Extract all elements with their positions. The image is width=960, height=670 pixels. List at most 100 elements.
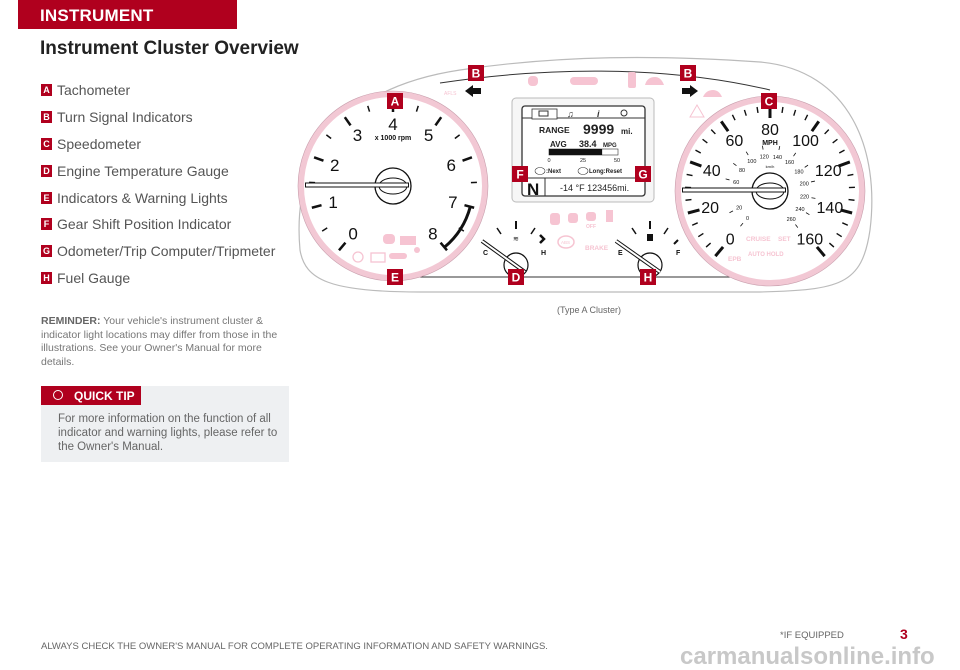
kmh-label: 200 <box>800 181 809 187</box>
range-value: 9999 <box>583 121 614 137</box>
kmh-label: 100 <box>747 159 756 165</box>
mph-label: 120 <box>815 163 842 180</box>
tach-label: 1 <box>328 193 337 212</box>
avg-label: AVG <box>550 140 567 149</box>
callout-letter: D <box>512 271 521 285</box>
callout-letter: B <box>472 67 481 81</box>
tach-label: 5 <box>424 126 433 145</box>
auto-hold-indicator: AUTO HOLD <box>748 252 784 258</box>
seatbelt-icon <box>550 213 560 225</box>
fog-light-icon <box>570 77 598 85</box>
headlight-icon <box>528 76 538 86</box>
avg-unit: MPG <box>603 143 617 149</box>
tach-label: 2 <box>330 156 339 175</box>
kmh-label: 140 <box>773 155 782 161</box>
set-indicator: SET <box>778 236 791 243</box>
kmh-label: 160 <box>785 160 794 166</box>
kmh-label: 240 <box>795 207 804 213</box>
music-icon: ♫ <box>567 109 574 119</box>
tach-label: 0 <box>348 224 357 243</box>
watermark: carmanualsonline.info <box>680 645 935 669</box>
kmh-label: 180 <box>794 169 803 175</box>
fuel-pump-icon <box>647 234 653 241</box>
callout-letter: C <box>765 95 774 109</box>
brake-indicator: BRAKE <box>585 245 609 252</box>
range-label: RANGE <box>539 125 570 135</box>
bezel-inner-line <box>440 71 770 90</box>
mph-label: 160 <box>797 231 824 248</box>
esc-off-icon <box>586 212 596 221</box>
epb-indicator: EPB <box>728 256 742 263</box>
callout-letter: G <box>638 168 647 182</box>
tach-label: 3 <box>353 126 362 145</box>
kmh-label: 260 <box>787 217 796 223</box>
mph-label: 20 <box>701 200 719 217</box>
mph-label: 60 <box>726 133 744 150</box>
callout-letter: F <box>516 168 523 182</box>
callout-letter: E <box>391 271 399 285</box>
left-turn-signal-icon <box>465 85 481 97</box>
door-open-icon <box>628 72 636 88</box>
trunk-open-icon <box>645 77 664 85</box>
check-engine-icon <box>400 236 416 245</box>
speedo-tick <box>849 200 855 201</box>
page-number: 3 <box>900 626 908 642</box>
empty-label: E <box>618 250 623 257</box>
scale-tick: 50 <box>614 158 620 164</box>
avg-value: 38.4 <box>579 139 597 149</box>
mph-label: 140 <box>817 200 844 217</box>
kmh-label: 120 <box>760 154 769 160</box>
mph-label: 100 <box>792 133 819 150</box>
coolant-icon: ≋ <box>513 236 519 243</box>
esc-icon <box>568 213 578 223</box>
right-turn-signal-icon <box>682 85 698 97</box>
scale-tick: 0 <box>547 158 550 164</box>
rpm-unit: x 1000 rpm <box>375 135 412 142</box>
callout-letter: H <box>644 271 653 285</box>
fuel-gauge: E F <box>616 221 681 277</box>
speedo-tick <box>782 107 783 113</box>
scale-tick: 25 <box>580 158 586 164</box>
afls-indicator: AFLS <box>444 91 457 97</box>
abs-label: ABS <box>561 240 570 245</box>
tach-label: 6 <box>447 156 456 175</box>
range-unit: mi. <box>621 127 633 136</box>
kmh-label: 0 <box>746 216 749 222</box>
hood-open-icon <box>703 90 722 97</box>
mph-unit: MPH <box>762 140 778 147</box>
oil-pressure-icon <box>389 253 407 259</box>
tach-label: 4 <box>388 115 397 134</box>
kmh-label: 20 <box>736 206 742 212</box>
tach-label: 8 <box>428 224 437 243</box>
temperature-gauge: ≋ C H <box>482 221 546 277</box>
lcd-display: ♫ i RANGE 9999 mi. AVG 38.4 MPG 0 25 50 … <box>512 98 654 202</box>
esc-off-label: OFF <box>586 224 596 230</box>
cold-label: C <box>483 250 488 257</box>
gear-indicator: N <box>527 180 539 199</box>
full-label: F <box>676 250 681 257</box>
footer-warning: ALWAYS CHECK THE OWNER'S MANUAL FOR COMP… <box>41 641 548 652</box>
kmh-label: 220 <box>800 195 809 201</box>
reset-hint: Long:Reset <box>589 169 622 175</box>
mpg-bar-fill <box>549 149 602 155</box>
next-hint: :Next <box>546 169 561 175</box>
airbag-icon <box>414 247 420 253</box>
master-warning-icon <box>690 105 704 117</box>
callout-letter: A <box>391 95 400 109</box>
if-equipped-note: *IF EQUIPPED <box>780 630 844 641</box>
tpms-icon <box>383 234 395 244</box>
low-fuel-icon <box>606 210 613 222</box>
speedo-tick <box>686 200 692 201</box>
callout-letter: B <box>684 67 693 81</box>
mph-label: 80 <box>761 122 779 139</box>
speedo-tick <box>757 107 758 113</box>
mph-label: 40 <box>703 163 721 180</box>
temp-odometer-readout: -14 °F 123456mi. <box>560 183 629 193</box>
kmh-label: 60 <box>733 180 739 186</box>
mph-label: 0 <box>726 231 735 248</box>
kmh-unit: km/h <box>766 164 775 169</box>
cluster-caption: (Type A Cluster) <box>557 305 621 315</box>
kmh-label: 80 <box>739 168 745 174</box>
